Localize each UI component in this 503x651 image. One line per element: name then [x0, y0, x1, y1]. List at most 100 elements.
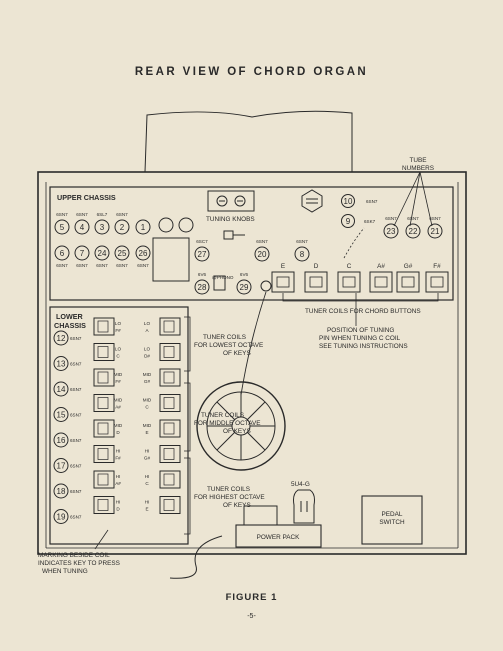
tube-type-label: 6SN7: [76, 263, 88, 268]
rectifier-label: 5U4-G: [291, 481, 310, 488]
pedal-switch-label-1: PEDAL: [382, 511, 403, 518]
coil-octave-label: LO: [115, 321, 122, 326]
tube-number: 15: [57, 411, 66, 420]
tube-number: 2: [120, 223, 125, 232]
highest-coils-label-2: FOR HIGHEST OCTAVE: [194, 494, 265, 501]
tube-socket: [53, 483, 69, 499]
tube-number: 19: [57, 513, 66, 522]
marking-label-2: INDICATES KEY TO PRESS: [38, 560, 120, 567]
tube-socket: [135, 245, 151, 261]
tube-socket: [94, 245, 110, 261]
coil-slug: [163, 422, 175, 435]
tube-type-label: 6SN7: [366, 199, 378, 204]
tube-number: 17: [57, 462, 66, 471]
key-tuner-coil: [159, 496, 181, 514]
page-number: -5-: [247, 613, 256, 620]
coil-slug: [163, 320, 175, 333]
coil-slug: [97, 499, 109, 511]
power-pack-label: POWER PACK: [257, 534, 301, 541]
tube-socket: [54, 245, 70, 261]
tube-socket: [94, 219, 110, 235]
coil-octave-label: MID: [143, 398, 152, 403]
tube-type-label: 6SN7: [70, 515, 82, 520]
lower-chassis: [49, 306, 189, 545]
coil-note-label: C: [145, 481, 149, 486]
coil-note-label: A#: [115, 481, 121, 486]
coil-note-label: C: [145, 405, 149, 410]
tube-number: 16: [57, 436, 66, 445]
tube-number: 25: [118, 249, 127, 258]
tube-type-label: 6SN7: [429, 216, 441, 221]
coil-slug: [163, 448, 175, 460]
key-tuner-coil: [159, 343, 181, 361]
tube-socket: [194, 246, 210, 262]
chord-coil: [396, 271, 420, 293]
key-tuner-coil: [93, 343, 115, 361]
coil-note-label: C: [116, 354, 120, 359]
tube-type-label: 6SN7: [116, 263, 128, 268]
tube-socket: [74, 219, 90, 235]
chord-coil-label: G#: [404, 263, 413, 270]
tube-number: 5: [60, 223, 65, 232]
coil-slug: [163, 473, 175, 486]
coil-note-label: D: [116, 430, 120, 435]
cabinet-outline: [37, 171, 467, 555]
coil-octave-label: HI: [116, 474, 121, 479]
tube-type-label: 6SC7: [196, 239, 208, 244]
tube-number: 22: [409, 227, 418, 236]
coil-slug: [163, 499, 175, 511]
tuning-knob-box: [207, 190, 255, 212]
tube-socket: [135, 219, 151, 235]
tube-numbers-label-2: NUMBERS: [402, 165, 434, 172]
coil-slug: [342, 276, 356, 288]
coil-note-label: E: [145, 430, 148, 435]
tube-number: 3: [100, 223, 105, 232]
chord-coil-label: F#: [433, 263, 441, 270]
coil-octave-label: HI: [116, 449, 121, 454]
chord-coil: [271, 271, 295, 293]
figure-caption: FIGURE 1: [225, 592, 278, 603]
tube-type-label: 6SN7: [70, 336, 82, 341]
key-tuner-coil: [159, 368, 181, 387]
chord-coil-label: A#: [377, 263, 385, 270]
key-tuner-coil: [93, 394, 115, 412]
tube-type-label: 6SN7: [96, 263, 108, 268]
tube-socket: [114, 245, 130, 261]
lowest-coils-label-1: TUNER COILS: [203, 334, 246, 341]
position-label-1: POSITION OF TUNING: [327, 327, 394, 334]
coil-note-label: G#: [144, 379, 151, 384]
coil-slug: [276, 276, 290, 288]
speaker-outer: [196, 381, 286, 471]
phono-jack: [223, 230, 234, 240]
chord-coils-label: TUNER COILS FOR CHORD BUTTONS: [305, 308, 421, 315]
coil-slug: [97, 320, 109, 333]
position-label-2: PIN WHEN TUNING C COIL: [319, 335, 401, 342]
tube-numbers-label-1: TUBE: [409, 157, 426, 164]
tube-number: 1: [141, 223, 146, 232]
lowest-coils-label-2: FOR LOWEST OCTAVE: [194, 342, 263, 349]
coil-slug: [97, 371, 109, 384]
middle-coils-label-3: OF KEYS: [223, 428, 251, 435]
tube-type-label: 6SK7: [364, 219, 376, 224]
coil-slug: [374, 276, 388, 288]
pedal-switch-label-2: SWITCH: [379, 519, 405, 526]
tube-number: 6: [60, 249, 65, 258]
tube-socket: [194, 279, 210, 295]
tube-number: 10: [344, 197, 353, 206]
tube-socket: [114, 219, 130, 235]
tube-type-label: 6SN7: [407, 216, 419, 221]
coil-octave-label: HI: [145, 500, 150, 505]
upper-component-block: [152, 237, 190, 282]
tube-type-label: 6SN7: [70, 362, 82, 367]
key-tuner-coil: [159, 419, 181, 438]
tube-type-label: 6SN7: [56, 212, 68, 217]
marking-label-3: WHEN TUNING: [42, 568, 88, 575]
coil-slug: [97, 422, 109, 435]
tube-socket: [341, 214, 355, 228]
tube-type-label: 6SN7: [56, 263, 68, 268]
lower-chassis-label-2: CHASSIS: [54, 321, 86, 330]
chord-coil: [425, 271, 449, 293]
